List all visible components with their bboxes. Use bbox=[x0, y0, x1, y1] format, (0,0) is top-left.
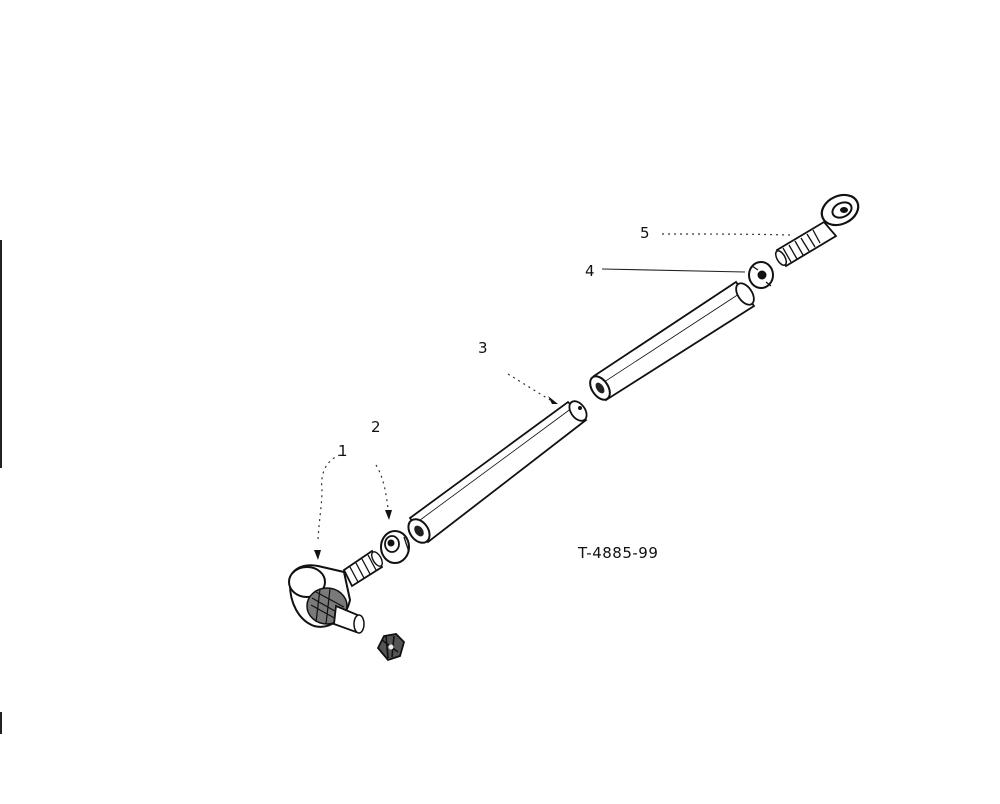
leader-line-3 bbox=[507, 373, 551, 401]
callout-3: 3 bbox=[478, 339, 488, 357]
tube-upper-segment bbox=[589, 280, 756, 402]
leader-arrow-1 bbox=[314, 550, 321, 560]
leader-arrow-2 bbox=[385, 510, 392, 520]
jam-nut-upper-icon bbox=[748, 261, 774, 289]
left-edge-mark-lower bbox=[0, 712, 2, 734]
castle-nut-icon bbox=[376, 633, 406, 662]
drawing-number: T-4885-99 bbox=[577, 544, 658, 562]
callout-2: 2 bbox=[371, 418, 381, 436]
jam-nut-lower-icon bbox=[380, 530, 410, 564]
eye-rod-end-icon bbox=[774, 193, 860, 268]
callout-5: 5 bbox=[640, 224, 650, 242]
callout-1: 1 bbox=[338, 442, 348, 460]
tube-lower-segment bbox=[407, 400, 588, 544]
leader-line-2 bbox=[375, 464, 389, 509]
leader-line-1 bbox=[317, 454, 341, 541]
ball-joint-tie-rod-end-icon bbox=[288, 549, 384, 634]
leader-arrow-3 bbox=[548, 396, 558, 404]
leader-line-4 bbox=[601, 268, 746, 273]
leader-line-5 bbox=[661, 233, 791, 236]
left-edge-mark bbox=[0, 240, 2, 468]
callout-4: 4 bbox=[585, 262, 595, 280]
